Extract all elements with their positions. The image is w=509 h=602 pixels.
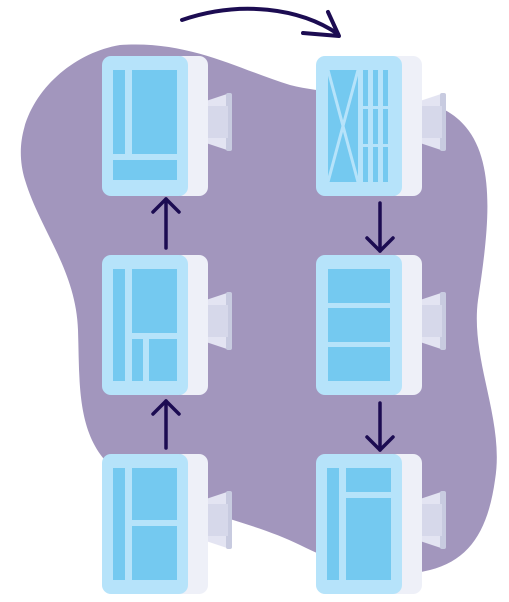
- content-block: [346, 498, 391, 580]
- monitor-stand: [420, 93, 446, 151]
- text-column: [383, 70, 388, 182]
- arrow-mid-to-bottom-right: [365, 401, 395, 452]
- content-block: [132, 70, 177, 154]
- sidebar-block: [113, 468, 125, 580]
- bottom-right-block: [149, 339, 177, 381]
- bottom-left-block: [132, 339, 143, 381]
- content-block: [132, 526, 177, 580]
- footer-block: [113, 160, 177, 180]
- monitor-stand: [420, 292, 446, 350]
- row-block: [328, 308, 390, 342]
- text-column: [363, 70, 368, 182]
- header-block: [346, 468, 391, 492]
- arrow-top-to-mid-right: [365, 201, 395, 253]
- sidebar-block: [113, 269, 125, 381]
- row-block: [328, 347, 390, 381]
- monitor-stand: [206, 491, 232, 549]
- monitor-mid-right: [316, 255, 446, 395]
- text-column: [373, 70, 378, 182]
- row-block: [328, 269, 390, 303]
- monitor-top-right: [316, 56, 446, 196]
- monitor-mid-left: [102, 255, 232, 395]
- arrow-mid-to-top-left: [151, 197, 181, 250]
- monitor-stand: [420, 491, 446, 549]
- sidebar-block: [113, 70, 125, 154]
- monitor-stand: [206, 292, 232, 350]
- monitor-bottom-right: [316, 454, 446, 594]
- arrow-bottom-to-mid-left: [151, 399, 181, 450]
- monitor-stand: [206, 93, 232, 151]
- content-block: [132, 468, 177, 520]
- placeholder-cross: [326, 69, 360, 183]
- monitor-bottom-left: [102, 454, 232, 594]
- arrow-curved-top: [180, 6, 341, 38]
- monitor-top-left: [102, 56, 232, 196]
- sidebar-block: [327, 468, 339, 580]
- content-block: [132, 269, 177, 333]
